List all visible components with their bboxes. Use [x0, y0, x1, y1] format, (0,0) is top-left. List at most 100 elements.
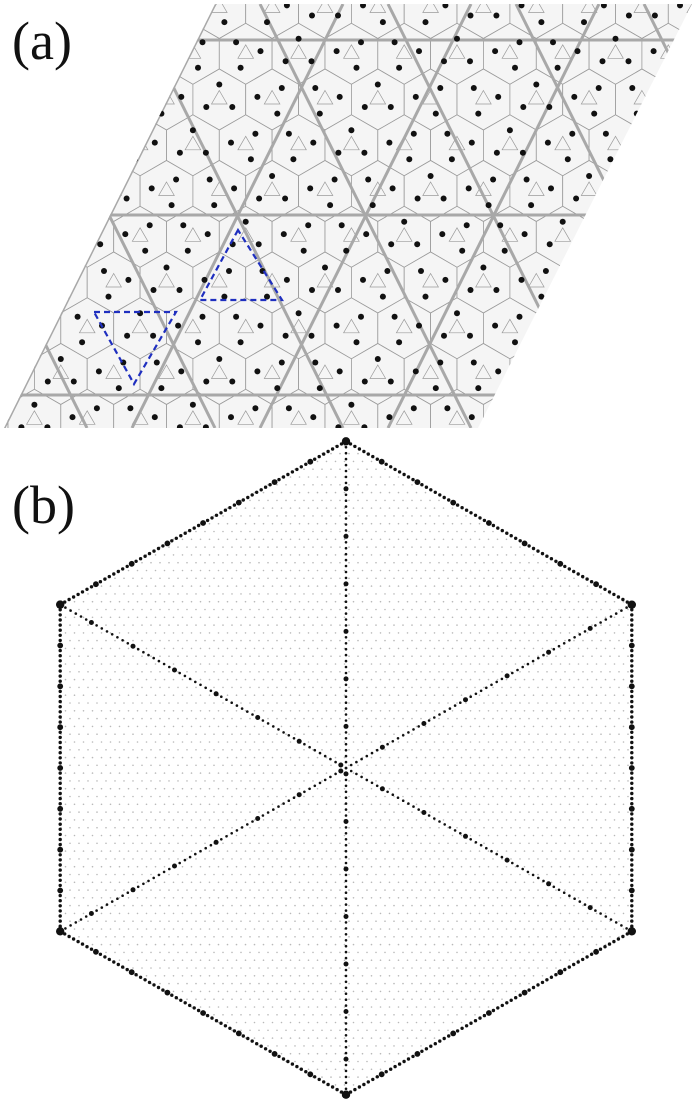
- background-dot: [541, 943, 544, 946]
- background-dot: [226, 538, 229, 541]
- background-dot: [253, 522, 256, 525]
- site-dot: [492, 322, 499, 329]
- background-dot: [586, 897, 589, 899]
- background-dot: [154, 585, 157, 587]
- background-dot: [411, 982, 413, 985]
- background-dot: [136, 710, 139, 712]
- background-dot: [573, 577, 575, 580]
- background-dot: [622, 787, 625, 790]
- background-dot: [406, 507, 409, 509]
- background-dot: [73, 710, 76, 712]
- background-dot: [487, 990, 490, 993]
- hex-tile: [667, 251, 692, 314]
- background-dot: [442, 632, 445, 634]
- background-dot: [618, 639, 620, 642]
- background-dot: [586, 881, 589, 884]
- background-dot: [352, 865, 355, 868]
- background-dot: [100, 678, 103, 681]
- background-dot: [262, 819, 265, 821]
- background-dot: [289, 975, 292, 977]
- background-dot: [235, 881, 238, 884]
- background-dot: [303, 655, 305, 657]
- background-dot: [330, 608, 332, 611]
- background-dot: [334, 850, 337, 852]
- background-dot: [582, 624, 584, 626]
- background-dot: [438, 686, 440, 689]
- background-dot: [438, 826, 440, 829]
- site-dot: [163, 264, 170, 271]
- background-dot: [361, 663, 364, 665]
- background-dot: [424, 897, 427, 899]
- background-dot: [492, 904, 494, 907]
- site-dot: [441, 332, 447, 339]
- site-dot: [180, 222, 187, 229]
- hex-tile: [113, 22, 167, 85]
- background-dot: [357, 515, 359, 517]
- background-dot: [393, 873, 395, 876]
- background-dot: [366, 577, 368, 580]
- background-dot: [370, 632, 373, 634]
- background-dot: [604, 881, 607, 884]
- background-dot: [163, 819, 166, 821]
- background-dot: [204, 624, 206, 626]
- site-dot: [571, 368, 578, 375]
- background-dot: [429, 780, 431, 782]
- background-dot: [303, 842, 305, 845]
- site-dot: [316, 385, 323, 392]
- background-dot: [141, 655, 143, 657]
- background-dot: [87, 655, 89, 657]
- background-dot: [69, 858, 71, 860]
- background-dot: [235, 943, 238, 946]
- background-dot: [280, 819, 283, 821]
- site-dot: [387, 378, 394, 385]
- background-dot: [303, 515, 305, 517]
- background-dot: [474, 639, 476, 642]
- background-dot: [127, 710, 130, 712]
- background-dot: [577, 772, 580, 774]
- background-dot: [325, 912, 328, 915]
- background-dot: [622, 772, 625, 774]
- background-dot: [564, 717, 566, 720]
- background-dot: [600, 889, 602, 891]
- background-dot: [573, 920, 575, 922]
- background-dot: [208, 787, 211, 790]
- background-dot: [289, 865, 292, 868]
- background-dot: [348, 515, 350, 517]
- background-dot: [276, 982, 278, 985]
- site-dot: [175, 48, 182, 55]
- background-dot: [258, 608, 260, 611]
- background-dot: [159, 858, 161, 860]
- background-dot: [532, 710, 535, 712]
- background-dot: [195, 858, 197, 860]
- background-dot: [150, 967, 152, 969]
- background-dot: [204, 811, 206, 813]
- background-dot: [123, 624, 125, 626]
- background-dot: [420, 671, 422, 673]
- inner-triangle: [105, 89, 123, 105]
- background-dot: [294, 484, 296, 486]
- background-dot: [627, 889, 629, 891]
- background-dot: [370, 460, 373, 463]
- background-dot: [285, 530, 287, 533]
- background-dot: [559, 569, 562, 572]
- background-dot: [253, 585, 256, 587]
- background-dot: [586, 585, 589, 587]
- background-dot: [415, 897, 418, 899]
- background-dot: [519, 764, 521, 767]
- background-dot: [411, 904, 413, 907]
- background-dot: [397, 756, 400, 759]
- background-dot: [271, 554, 274, 556]
- background-dot: [496, 834, 499, 837]
- background-dot: [118, 585, 121, 587]
- background-dot: [271, 616, 274, 619]
- site-dot: [242, 218, 249, 225]
- background-dot: [406, 616, 409, 619]
- background-dot: [105, 702, 107, 704]
- background-dot: [591, 811, 593, 813]
- background-dot: [582, 951, 584, 954]
- site-dot: [211, 202, 218, 209]
- background-dot: [321, 982, 323, 985]
- background-dot: [240, 811, 242, 813]
- background-dot: [402, 484, 404, 486]
- site-dot: [389, 185, 396, 192]
